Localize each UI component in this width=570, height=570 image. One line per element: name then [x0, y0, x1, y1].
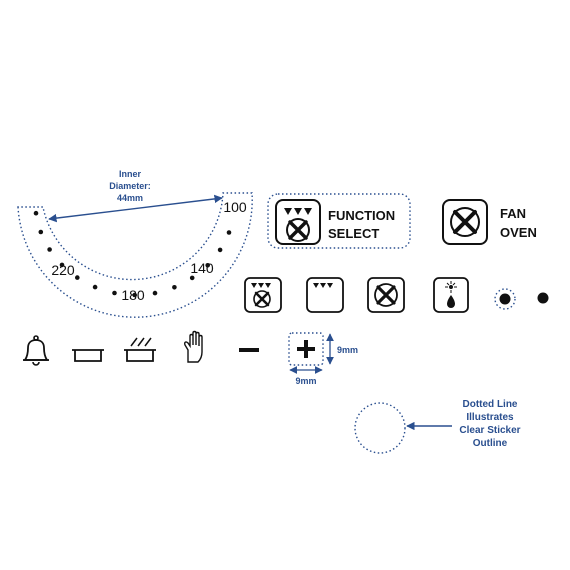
- bell-icon: [23, 335, 49, 366]
- function-select-icon-frame: [275, 199, 321, 245]
- fan-oven-label-1: FAN: [500, 206, 526, 221]
- legend-text-4: Outline: [473, 438, 508, 449]
- dial-scale-dot: [92, 284, 98, 290]
- fan-icon: [374, 283, 398, 307]
- legend-text-1: Dotted Line: [463, 399, 518, 410]
- function-select-label-2: SELECT: [328, 226, 379, 241]
- minus-icon: [239, 348, 259, 352]
- dial-sticker-outline: [17, 192, 253, 318]
- baking-tray-button[interactable]: [72, 349, 104, 362]
- dial-scale-dot: [217, 247, 223, 253]
- triangles-icon: [284, 208, 312, 215]
- temp-label-180: 180: [121, 287, 145, 303]
- hand-stop-icon: [184, 330, 203, 363]
- dot-indicator-icon: [537, 292, 549, 304]
- top-bottom-heat-fan-button[interactable]: [244, 277, 282, 313]
- indicator-light-left: [494, 288, 516, 310]
- dial-scale-dot: [47, 247, 52, 252]
- legend-text-3: Clear Sticker: [459, 425, 520, 436]
- function-select-sticker-outline: [267, 193, 411, 249]
- function-select-label-1: FUNCTION: [328, 208, 395, 223]
- temp-label-140: 140: [190, 260, 214, 276]
- plus-button[interactable]: 9mm 9mm: [288, 332, 358, 386]
- plus-sticker-outline: [288, 332, 324, 366]
- dial-scale-dot: [172, 285, 177, 290]
- plus-height-label: 9mm: [337, 345, 358, 355]
- legend-text-2: Illustrates: [466, 412, 514, 423]
- grill-pan-button[interactable]: [124, 337, 156, 362]
- minus-button[interactable]: [239, 348, 259, 352]
- inner-diameter-label-1: Inner: [119, 169, 142, 179]
- plus-icon: [297, 340, 315, 358]
- indicator-sticker-outline: [494, 288, 516, 310]
- baking-tray-icon: [72, 349, 104, 362]
- fan-icon: [450, 207, 480, 237]
- dial-scale-dot: [33, 210, 39, 216]
- bell-button[interactable]: [23, 335, 49, 366]
- dial-scale-dot: [132, 292, 137, 298]
- dot-indicator-icon: [499, 293, 511, 305]
- dial-scale-dot: [152, 290, 158, 296]
- plus-width-label: 9mm: [295, 376, 316, 386]
- top-heat-button[interactable]: [306, 277, 344, 313]
- dial-scale-dot: [226, 230, 232, 235]
- dial-scale-dots: [33, 210, 232, 298]
- inner-diameter-label-3: 44mm: [117, 193, 143, 203]
- fan-oven-label-2: OVEN: [500, 225, 537, 240]
- temp-label-220: 220: [51, 262, 75, 278]
- dial-scale-dot: [75, 275, 80, 280]
- function-select-button[interactable]: FUNCTION SELECT: [267, 193, 411, 249]
- fan-icon: [286, 218, 310, 242]
- inner-diameter-arrow: [48, 194, 223, 223]
- indicator-light-right: [537, 292, 549, 304]
- inner-diameter-label-2: Diameter:: [109, 181, 151, 191]
- hand-stop-button[interactable]: [184, 330, 203, 363]
- dial-scale-dot: [38, 229, 44, 235]
- light-defrost-button[interactable]: [433, 277, 469, 313]
- legend-dotted-circle: [354, 402, 406, 454]
- fan-oven-icon-frame: [442, 199, 488, 245]
- temperature-dial[interactable]: Inner Diameter: 44mm 100 140 180 220: [17, 169, 253, 318]
- light-defrost-icon: [445, 281, 457, 308]
- fan-button[interactable]: [367, 277, 405, 313]
- temp-label-100: 100: [223, 199, 247, 215]
- top-heat-icon: [313, 283, 333, 288]
- dial-scale-dot: [59, 262, 65, 268]
- grill-pan-icon: [124, 337, 156, 362]
- top-bottom-heat-fan-icon: [251, 283, 271, 308]
- clear-sticker-legend: Dotted Line Illustrates Clear Sticker Ou…: [354, 399, 521, 454]
- dial-scale-dot: [112, 290, 117, 296]
- fan-oven-button[interactable]: FAN OVEN: [442, 199, 537, 245]
- dial-scale-dot: [189, 275, 195, 281]
- dial-scale-dot: [205, 263, 210, 268]
